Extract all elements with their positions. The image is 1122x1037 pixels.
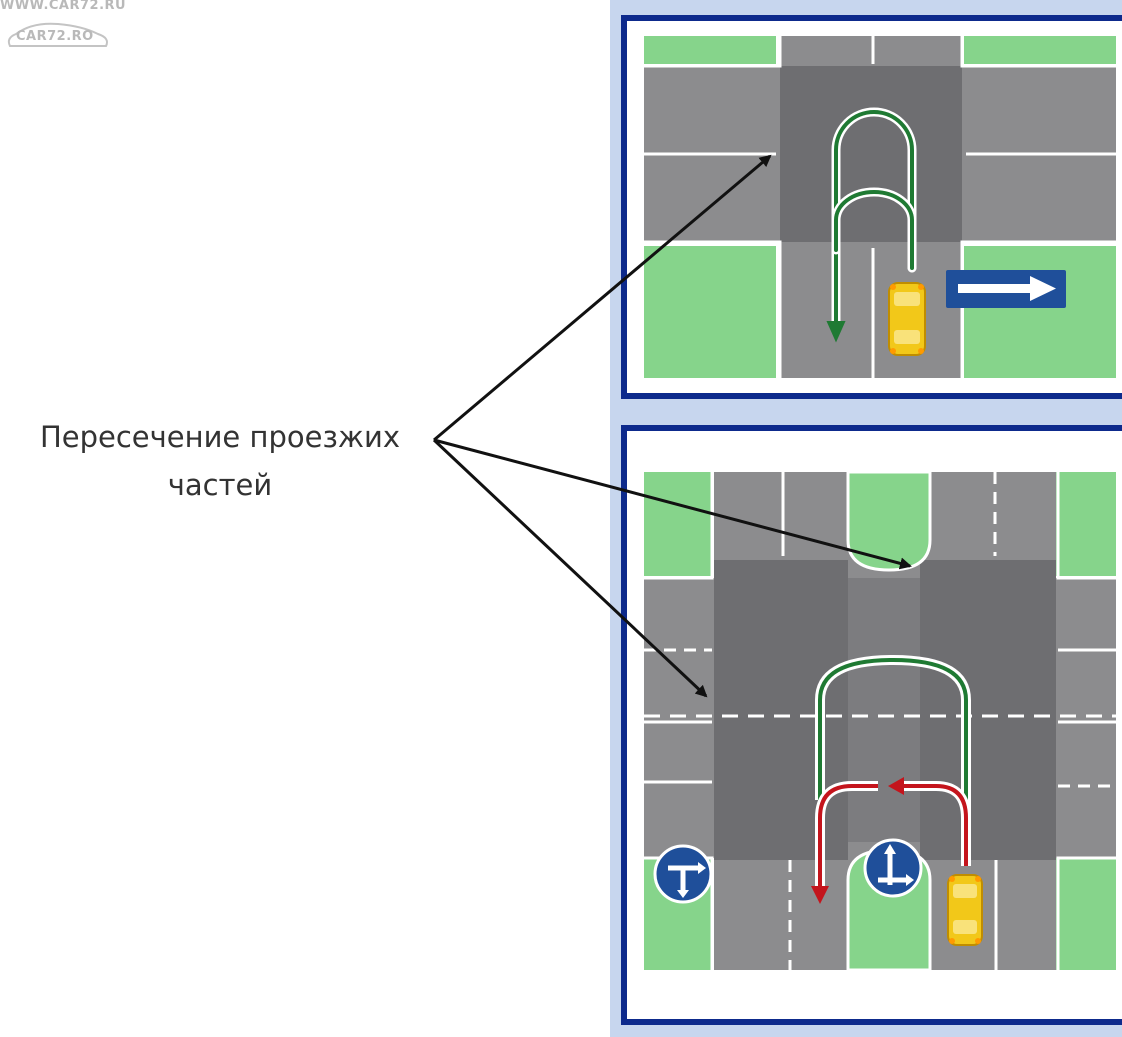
callout-line-1: Пересечение проезжих (39, 420, 401, 454)
grass (644, 246, 776, 378)
car-logo-icon (7, 22, 108, 47)
watermark-logo-text: CAR72.RO (16, 29, 94, 44)
car-icon (888, 282, 926, 356)
watermark-url: WWW.CAR72.RU (0, 0, 127, 13)
bottom-panel (621, 425, 1122, 1025)
straight-or-right-direction-sign-icon (863, 838, 923, 898)
median-island-top (846, 470, 932, 572)
pointer-arrow-top (433, 154, 772, 442)
u-turn-route (815, 654, 971, 866)
grass (964, 36, 1116, 64)
callout-label: Пересечение проезжих частей (10, 413, 430, 509)
car-icon (947, 874, 983, 946)
u-turn-route (826, 107, 917, 343)
pointer-arrow-bottom (432, 438, 708, 698)
grass (964, 246, 1116, 378)
pointer-arrow-middle (433, 438, 912, 570)
intersection-area-right (920, 560, 1056, 860)
grass (644, 36, 776, 64)
callout-line-2: частей (167, 468, 273, 502)
watermark-logo: CAR72.RO (2, 16, 114, 52)
top-panel (621, 15, 1122, 399)
t-junction-direction-sign-icon (653, 844, 713, 904)
left-turn-route (811, 777, 971, 904)
intersection-area (780, 66, 962, 242)
intersection-area-left (714, 560, 848, 860)
one-way-right-arrow-sign-icon (946, 270, 1066, 308)
pointer-arrows (432, 154, 912, 698)
